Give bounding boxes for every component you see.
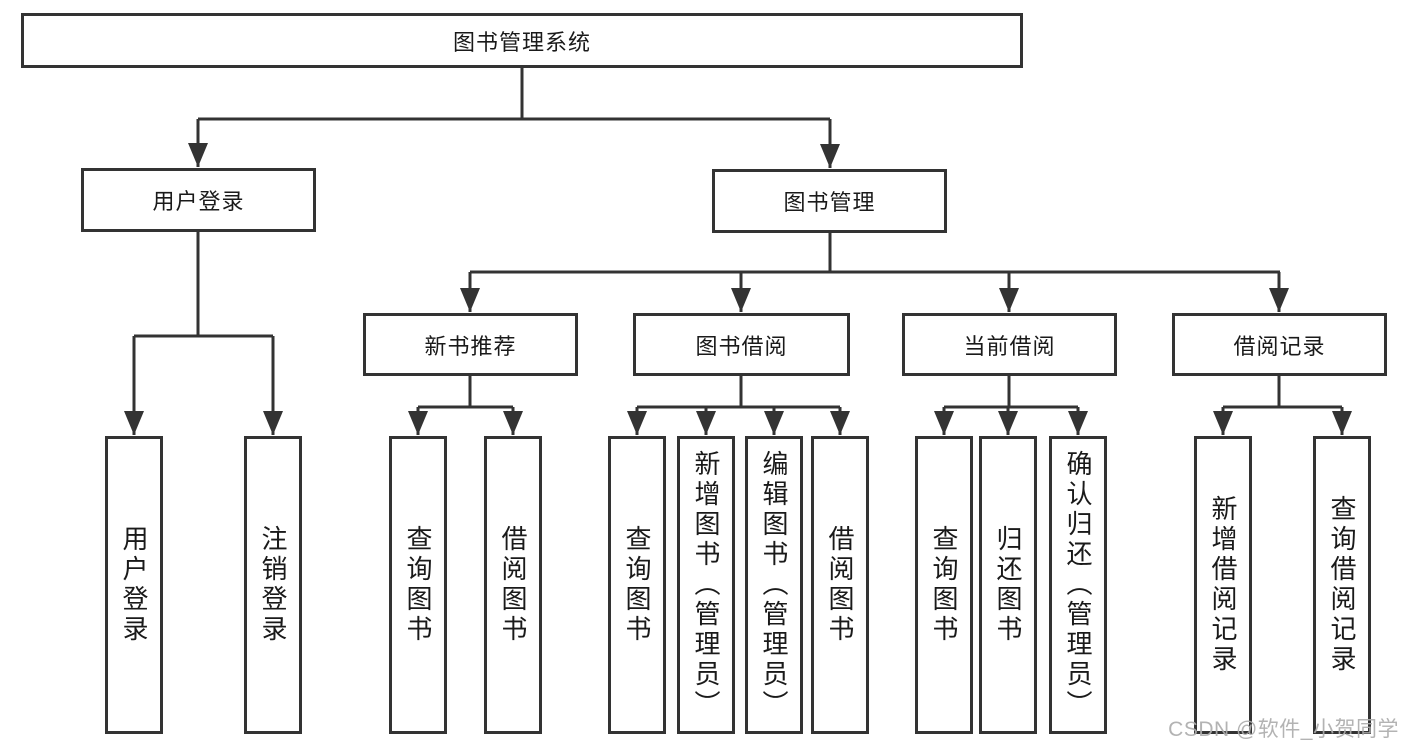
leaf-confirm-return-admin-label: 确认归还（管理员）	[1063, 450, 1093, 720]
node-current-borrowing: 当前借阅	[902, 313, 1117, 376]
leaf-borrow-books-recommend: 借阅图书	[484, 436, 542, 734]
leaf-return-books: 归还图书	[979, 436, 1037, 734]
leaf-borrow-books-borrowing-label: 借阅图书	[825, 525, 855, 645]
leaf-query-borrow-record-label: 查询借阅记录	[1327, 495, 1357, 675]
leaf-add-borrow-record: 新增借阅记录	[1194, 436, 1252, 734]
node-user-login: 用户登录	[81, 168, 316, 232]
leaf-query-books-borrowing-label: 查询图书	[622, 525, 652, 645]
leaf-borrow-books-recommend-label: 借阅图书	[498, 525, 528, 645]
node-new-book-recommend-label: 新书推荐	[424, 333, 517, 359]
node-book-management: 图书管理	[712, 169, 947, 233]
leaf-edit-books-admin: 编辑图书（管理员）	[745, 436, 803, 734]
leaf-query-books-recommend-label: 查询图书	[403, 525, 433, 645]
node-book-management-label: 图书管理	[783, 190, 876, 215]
leaf-query-books-recommend: 查询图书	[389, 436, 447, 734]
leaf-query-books-current: 查询图书	[915, 436, 973, 734]
node-book-borrowing: 图书借阅	[633, 313, 850, 376]
leaf-add-borrow-record-label: 新增借阅记录	[1208, 495, 1238, 675]
node-borrow-records: 借阅记录	[1172, 313, 1387, 376]
node-root: 图书管理系统	[21, 13, 1023, 68]
node-current-borrowing-label: 当前借阅	[963, 333, 1056, 359]
leaf-confirm-return-admin: 确认归还（管理员）	[1049, 436, 1107, 734]
leaf-user-login: 用户登录	[105, 436, 163, 734]
node-book-borrowing-label: 图书借阅	[695, 333, 788, 359]
leaf-edit-books-admin-label: 编辑图书（管理员）	[759, 450, 789, 720]
node-borrow-records-label: 借阅记录	[1233, 333, 1326, 359]
leaf-query-books-current-label: 查询图书	[929, 525, 959, 645]
leaf-return-books-label: 归还图书	[993, 525, 1023, 645]
leaf-logout-label: 注销登录	[258, 525, 288, 645]
leaf-query-borrow-record: 查询借阅记录	[1313, 436, 1371, 734]
node-new-book-recommend: 新书推荐	[363, 313, 578, 376]
node-root-label: 图书管理系统	[452, 29, 591, 55]
leaf-logout: 注销登录	[244, 436, 302, 734]
leaf-query-books-borrowing: 查询图书	[608, 436, 666, 734]
leaf-borrow-books-borrowing: 借阅图书	[811, 436, 869, 734]
leaf-add-books-admin-label: 新增图书（管理员）	[691, 450, 721, 720]
csdn-watermark: CSDN @软件_小贺同学	[1168, 718, 1399, 741]
leaf-add-books-admin: 新增图书（管理员）	[677, 436, 735, 734]
leaf-user-login-label: 用户登录	[119, 525, 149, 645]
node-user-login-label: 用户登录	[152, 189, 245, 214]
